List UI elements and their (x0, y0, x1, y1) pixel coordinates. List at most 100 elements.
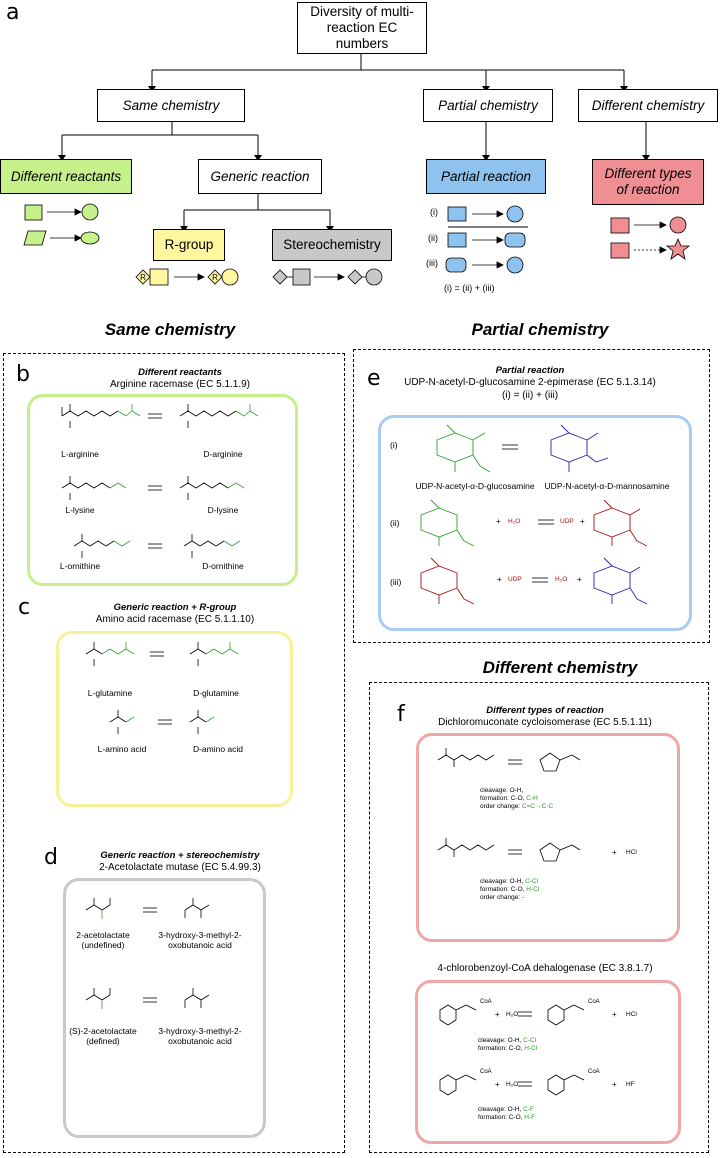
same-chemistry-frame (3, 353, 345, 1153)
e-plus-2: + (580, 517, 585, 526)
f-r1-order-g: C=C→C-C (521, 803, 554, 810)
partial-chemistry-frame (353, 349, 710, 643)
panel-b-box (27, 394, 298, 586)
f-plus-5: + (612, 1080, 617, 1089)
panel-f-box-2 (415, 980, 681, 1144)
f-coa-4: CoA (588, 1069, 600, 1075)
d-name-hydroxy-2: 3-hydroxy-3-methyl-2- oxobutanoic acid (158, 1026, 242, 1046)
tree-different-types-label: Different types of reaction (604, 166, 692, 197)
different-chemistry-frame (369, 682, 709, 1153)
tree-root-label: Diversity of multi-reaction EC numbers (310, 4, 414, 51)
f-coa-1: CoA (480, 999, 492, 1005)
f-r1-order: order change: C=C→C-C (480, 803, 554, 810)
e-row-ii: (ii) (390, 518, 400, 528)
panel-c-enzyme: Amino acid racemase (EC 5.1.1.10) (95, 614, 255, 625)
e-name-mannosamine: UDP-N-acetyl-α-D-mannosamine (544, 481, 670, 491)
f-plus-3: + (612, 1010, 617, 1019)
partial-equation: (i) = (ii) + (iii) (444, 283, 495, 293)
panel-d-enzyme: 2-Acetolactate mutase (EC 5.4.99.3) (99, 862, 261, 873)
f-r3-formation-g: H-Cl (524, 1045, 538, 1052)
f-h2o-1: H₂O (506, 1011, 519, 1018)
b-name-d-ornithine: D-ornithine (202, 561, 244, 571)
f-r4-cleavage-g: C-F (523, 1106, 535, 1113)
e-row-i: (i) (390, 440, 398, 450)
tree-stereochemistry: Stereochemistry (272, 229, 392, 261)
f-r2-cleavage-g: C-Cl (525, 878, 539, 885)
f-r1-formation: formation: C-O, C-H (480, 795, 538, 802)
e-name-glucosamine: UDP-N-acetyl-α-D-glucosamine (415, 481, 535, 491)
f-r1-cleavage: cleavage: O-H, (480, 787, 524, 794)
r-symbol-left: R (140, 273, 146, 282)
tree-generic-reaction: Generic reaction (198, 159, 322, 194)
tree-root: Diversity of multi-reaction EC numbers (297, 2, 427, 54)
tree-same-chemistry: Same chemistry (97, 89, 245, 122)
f-r3-cleavage-g: C-Cl (523, 1037, 537, 1044)
panel-d-header: Generic reaction + stereochemistry (100, 850, 260, 861)
partial-row-iii: (iii) (426, 258, 438, 268)
d-name-hydroxy-1: 3-hydroxy-3-methyl-2- oxobutanoic acid (158, 930, 242, 950)
tree-different-chemistry: Different chemistry (578, 89, 718, 122)
f-r3-formation: formation: C-O, H-Cl (478, 1045, 538, 1052)
d-name-acetolactate-undefined: 2-acetolactate (undefined) (76, 930, 130, 950)
f-hcl-2: HCl (626, 1011, 637, 1018)
panel-f-header: Different types of reaction (486, 705, 604, 716)
b-name-l-arginine: L-arginine (61, 449, 99, 459)
e-udp-2: UDP (508, 576, 522, 583)
panel-f-box-1 (416, 733, 680, 942)
f-r4-cleavage: cleavage: O-H, C-F (478, 1106, 535, 1113)
f-r3-cleavage: cleavage: O-H, C-Cl (478, 1037, 537, 1044)
panel-f-enzyme-1: Dichloromuconate cycloisomerase (EC 5.5.… (438, 717, 652, 728)
panel-e-box (378, 415, 692, 631)
b-name-l-ornithine: L-ornithine (59, 561, 101, 571)
b-name-d-arginine: D-arginine (203, 449, 243, 459)
panel-letter-b: b (16, 362, 30, 387)
f-r1-formation-g: C-H (526, 795, 538, 802)
d-name-acetolactate-defined: (S)-2-acetolactate (defined) (69, 1026, 137, 1046)
panel-f-enzyme-2: 4-chlorobenzoyl-CoA dehalogenase (EC 3.8… (437, 963, 653, 974)
tree-r-group: R-group (153, 229, 225, 261)
f-r2-order: order change: - (480, 894, 525, 901)
f-plus-4: + (495, 1080, 500, 1089)
e-h2o-2: H₂O (555, 576, 568, 583)
e-plus-3: + (497, 575, 502, 584)
panel-letter-d: d (44, 845, 58, 870)
f-r4-formation: formation: C-O, H-F (478, 1114, 536, 1121)
f-coa-2: CoA (588, 999, 600, 1005)
e-row-iii: (iii) (390, 577, 402, 587)
f-h2o-2: H₂O (506, 1081, 519, 1088)
e-plus-4: + (577, 575, 582, 584)
f-plus-1: + (612, 848, 617, 857)
c-name-l-glutamine: L-glutamine (87, 688, 133, 698)
f-r2-formation: formation: C-O, H-Cl (480, 886, 540, 893)
tree-partial-chemistry: Partial chemistry (423, 89, 553, 122)
c-name-d-amino-acid: D-amino acid (192, 744, 244, 754)
panel-b-header: Different reactants (138, 367, 222, 378)
partial-row-ii: (ii) (428, 233, 438, 243)
section-title-same: Same chemistry (104, 320, 236, 339)
c-name-d-glutamine: D-glutamine (193, 688, 239, 698)
f-r2-cleavage: cleavage: O-H, C-Cl (480, 878, 539, 885)
tree-partial-reaction: Partial reaction (426, 159, 546, 194)
partial-row-i: (i) (430, 207, 438, 217)
panel-c-box (56, 631, 293, 807)
panel-e-equation: (i) = (ii) + (iii) (501, 390, 559, 401)
panel-letter-f: f (397, 702, 405, 727)
panel-d-box (63, 878, 266, 1138)
e-udp-1: UDP (560, 518, 574, 525)
section-title-different: Different chemistry (482, 658, 638, 677)
c-name-l-amino-acid: L-amino acid (97, 744, 147, 754)
panel-c-header: Generic reaction + R-group (113, 602, 237, 613)
f-r2-formation-g: H-Cl (526, 886, 540, 893)
f-r4-formation-g: H-F (524, 1114, 536, 1121)
panel-b-enzyme: Arginine racemase (EC 5.1.1.9) (109, 379, 251, 390)
f-hf: HF (626, 1081, 635, 1088)
b-name-l-lysine: L-lysine (65, 505, 95, 515)
e-h2o-1: H₂O (508, 518, 521, 525)
section-title-partial: Partial chemistry (471, 320, 609, 339)
tree-different-reactants: Different reactants (0, 159, 132, 194)
